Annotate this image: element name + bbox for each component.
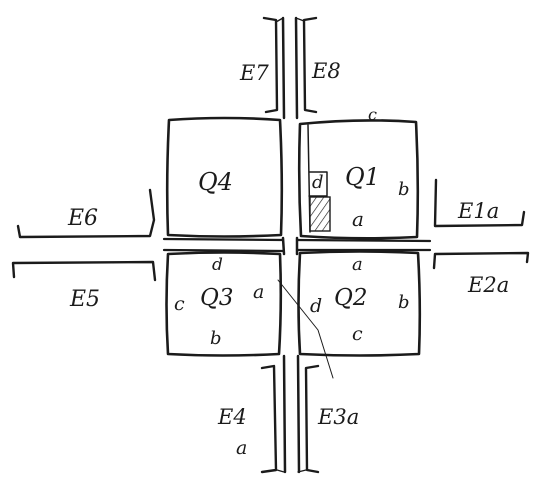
- space-e5-label: E5: [69, 287, 100, 312]
- quadrant-q1: Q1 c b a d: [297, 105, 420, 240]
- q1-side-top: c: [368, 105, 377, 124]
- space-e6-label: E6: [67, 206, 98, 231]
- space-e3-label: E3a: [317, 405, 359, 429]
- space-e1-label: E1a: [457, 199, 499, 223]
- space-e4: E4 a: [217, 364, 278, 474]
- space-e5: E5: [11, 260, 157, 312]
- quadrant-q3-label: Q3: [200, 285, 234, 311]
- space-e2: E2a: [432, 251, 530, 297]
- quadrant-q4-label: Q4: [198, 168, 233, 196]
- quadrant-q3: Q3 d a b c: [165, 251, 283, 357]
- space-e8-label: E8: [311, 59, 341, 83]
- space-e6: E6: [16, 188, 156, 239]
- q2-side-bottom: c: [352, 323, 363, 345]
- q3-side-top: d: [212, 255, 223, 275]
- space-e8: E8: [302, 16, 341, 114]
- central-axis: [275, 16, 307, 474]
- quadrant-q2-label: Q2: [334, 285, 368, 311]
- space-e4-side: a: [236, 437, 247, 459]
- horizontal-axis: [162, 237, 432, 253]
- space-e7: E7: [239, 16, 279, 114]
- q2-side-left: d: [310, 295, 322, 317]
- space-e1: E1a: [433, 178, 526, 228]
- q1-side-left: d: [312, 172, 324, 193]
- q1-side-bottom: a: [352, 207, 364, 231]
- q2-side-top: a: [352, 254, 363, 275]
- hatched-area: [309, 196, 331, 232]
- quadrant-q1-label: Q1: [345, 163, 380, 191]
- q2-side-right: b: [398, 292, 410, 313]
- space-e2-label: E2a: [467, 273, 509, 297]
- space-e7-label: E7: [239, 61, 269, 85]
- space-e4-label: E4: [217, 405, 247, 429]
- quadrant-q2: Q2 a b c d: [297, 250, 422, 357]
- q1-side-right: b: [398, 179, 410, 200]
- q3-side-left: c: [174, 293, 185, 315]
- q3-side-right: a: [253, 281, 264, 303]
- space-e3: E3a: [304, 364, 359, 474]
- diagonal-line: [277, 279, 334, 379]
- q3-side-bottom: b: [210, 328, 222, 349]
- quadrant-q4: Q4: [165, 116, 284, 238]
